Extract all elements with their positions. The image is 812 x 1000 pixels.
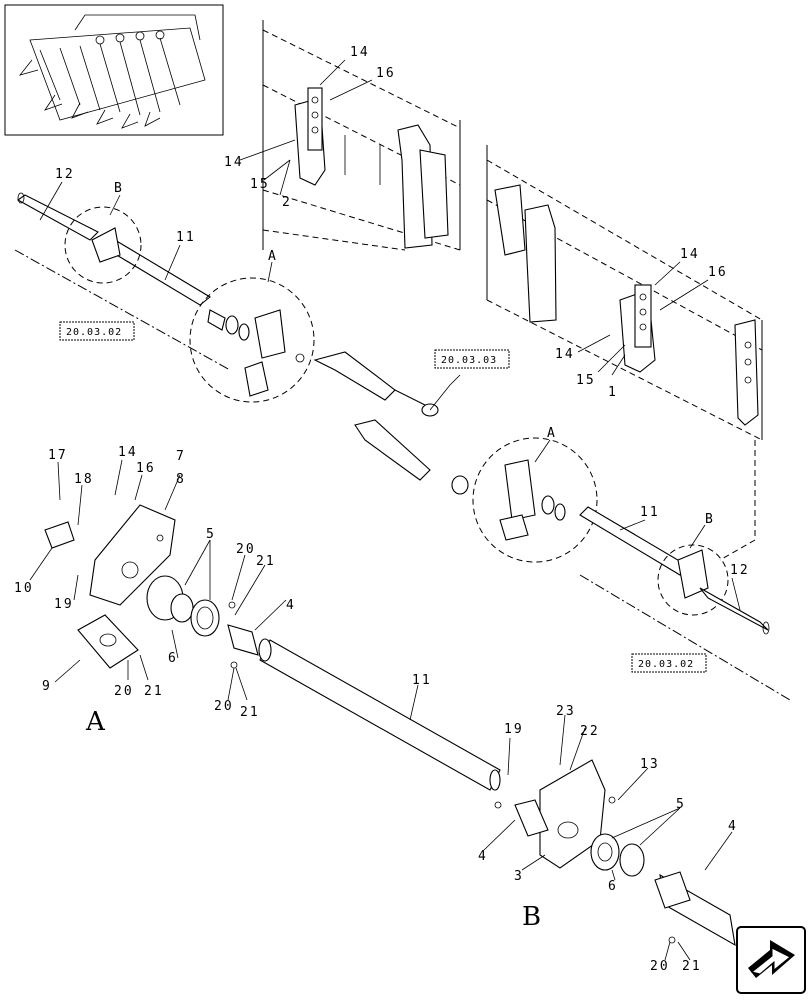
frame-right: [486, 145, 763, 441]
callout-11: 11: [176, 230, 196, 245]
callout-14: 14: [555, 347, 575, 362]
detail-label-b: B: [522, 902, 541, 932]
callout-4: 4: [728, 819, 738, 834]
callout-5: 5: [206, 527, 216, 542]
callout-labels: 12 B 11 A 14 16 14 15 2 14 16 14 15 1 A …: [14, 45, 750, 974]
callout-14: 14: [350, 45, 370, 60]
reference-label: 20.03.02: [66, 327, 122, 338]
callout-15: 15: [576, 373, 596, 388]
header-thumbnail: [4, 4, 224, 136]
callout-5: 5: [676, 797, 686, 812]
next-page-arrow-icon: [748, 940, 795, 978]
callout-7: 7: [176, 449, 186, 464]
callout-18: 18: [74, 472, 94, 487]
reference-20-03-03[interactable]: 20.03.03: [434, 349, 510, 369]
callout-8: 8: [176, 472, 186, 487]
reference-label: 20.03.03: [441, 355, 497, 366]
callout-10: 10: [14, 581, 34, 596]
upper-shaft-assembly: [14, 192, 469, 495]
callout-20: 20: [214, 699, 234, 714]
callout-17: 17: [48, 448, 68, 463]
callout-22: 22: [580, 724, 600, 739]
reference-label: 20.03.02: [638, 659, 694, 670]
callout-6: 6: [168, 651, 178, 666]
long-shaft: [258, 638, 501, 791]
callout-11: 11: [640, 505, 660, 520]
callout-b-upper: B: [114, 181, 124, 196]
callout-12: 12: [55, 167, 75, 182]
reference-20-03-02-left[interactable]: 20.03.02: [59, 321, 135, 341]
callout-21: 21: [240, 705, 260, 720]
callout-21: 21: [682, 959, 702, 974]
detail-label-a: A: [85, 707, 106, 737]
right-shaft-assembly: [472, 437, 791, 701]
callout-16: 16: [708, 265, 728, 280]
callout-1: 1: [608, 385, 618, 400]
next-page-button[interactable]: [736, 926, 806, 994]
callout-14: 14: [224, 155, 244, 170]
callout-4: 4: [478, 849, 488, 864]
callout-9: 9: [42, 679, 52, 694]
callout-20: 20: [114, 684, 134, 699]
callout-19: 19: [54, 597, 74, 612]
callout-13: 13: [640, 757, 660, 772]
detail-a: [44, 504, 259, 669]
callout-20: 20: [650, 959, 670, 974]
callout-3: 3: [514, 869, 524, 884]
callout-21: 21: [144, 684, 164, 699]
callout-12: 12: [730, 563, 750, 578]
detail-b: [494, 759, 736, 947]
callout-4: 4: [286, 598, 296, 613]
callout-14: 14: [118, 445, 138, 460]
callout-20: 20: [236, 542, 256, 557]
callout-16: 16: [136, 461, 156, 476]
callout-14: 14: [680, 247, 700, 262]
callout-2: 2: [282, 195, 292, 210]
callout-a-lower: A: [547, 426, 557, 441]
callout-16: 16: [376, 66, 396, 81]
frame-left: [262, 20, 461, 251]
reference-20-03-02-right[interactable]: 20.03.02: [631, 653, 707, 673]
callout-15: 15: [250, 177, 270, 192]
callout-6: 6: [608, 879, 618, 894]
callout-b-lower: B: [705, 512, 715, 527]
callout-21: 21: [256, 554, 276, 569]
callout-19: 19: [504, 722, 524, 737]
callout-23: 23: [556, 704, 576, 719]
callout-a-upper: A: [268, 249, 278, 264]
leader-lines: [29, 59, 741, 961]
callout-11: 11: [412, 673, 432, 688]
